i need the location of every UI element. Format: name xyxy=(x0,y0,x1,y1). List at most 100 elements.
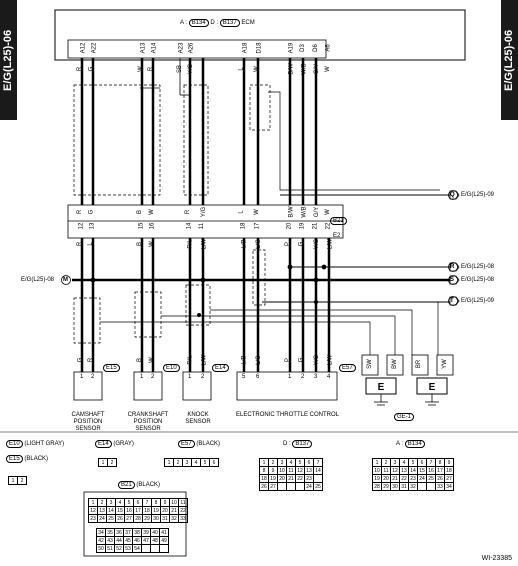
e57-pin-number: 1 xyxy=(288,374,292,380)
e14-pin-color: R/L xyxy=(187,355,194,365)
offpage-r[interactable]: E/G(L25)-08 xyxy=(461,264,495,270)
b21-pins-item: 12 xyxy=(78,222,85,230)
e10-pin-color: W xyxy=(148,357,155,363)
e15-pin-color: G xyxy=(77,357,84,363)
ground-wire-color: SW xyxy=(366,359,373,369)
top-colors-item: L xyxy=(238,67,245,71)
ground-wire-color: BW xyxy=(391,359,398,369)
e10-pin-color: B xyxy=(137,357,144,363)
offpage-s[interactable]: E/G(L25)-08 xyxy=(461,277,495,283)
e15-pin-number: 2 xyxy=(91,374,95,380)
offpage-m[interactable]: E/G(L25)-08 xyxy=(21,277,55,283)
e57-pin-number: 6 xyxy=(256,374,260,380)
b21-top-item: Y/G xyxy=(201,206,208,218)
e57-pin-color: L/G xyxy=(255,355,262,365)
b21-bottom-item: L/W xyxy=(201,238,208,250)
ground-name: GE-1 xyxy=(394,413,415,421)
b21-top-item: L xyxy=(238,210,245,214)
top-colors-item: B/W xyxy=(288,63,295,75)
e15-name: CAMSHAFT POSITION SENSOR xyxy=(71,412,105,432)
b21-pins-item: 20 xyxy=(286,222,293,230)
e57-pin-color: G xyxy=(298,357,305,363)
b21-label: B21 xyxy=(330,217,347,225)
ecm-pins-item: A19 xyxy=(288,42,295,54)
top-colors-item: Y/G xyxy=(188,63,195,75)
b21-bottom-item: W xyxy=(148,241,155,247)
legend-a: A : B134 xyxy=(396,440,425,448)
legend-e57: E57 (BLACK) xyxy=(178,440,220,448)
ecm-pins-item: D3 xyxy=(299,44,306,52)
e57-pin-color: Y/G xyxy=(314,354,321,366)
b21-bottom-item: L xyxy=(87,242,94,246)
e10-pin-number: 2 xyxy=(151,374,155,380)
b21-pins-item: 22 xyxy=(325,222,332,230)
top-colors-item: W xyxy=(253,66,260,72)
legend-d: D : B137 xyxy=(283,440,313,448)
top-colors-item: G xyxy=(88,66,95,72)
b21-bottom-item: P xyxy=(285,241,292,247)
drawing-id: WI-23385 xyxy=(481,555,512,562)
b21-pins-item: 18 xyxy=(240,222,247,230)
ecm-pins-item: A6 xyxy=(325,44,332,52)
b21-pins-item: 14 xyxy=(186,222,193,230)
b21-bottom-item: L/B xyxy=(241,239,248,249)
ecm-pins-item: A26 xyxy=(188,42,195,54)
ecm-pins-item: D6 xyxy=(312,44,319,52)
b21-bottom-item: R xyxy=(77,241,84,247)
e15-code: E15 xyxy=(103,364,120,372)
b21-bottom-item: Y/G xyxy=(314,238,321,250)
ecm-pins-item: D18 xyxy=(256,42,263,54)
b21-top-item: W xyxy=(253,209,260,215)
e10-name: CRANKSHAFT POSITION SENSOR xyxy=(127,412,169,432)
b21-pins-item: 13 xyxy=(89,222,96,230)
b21-pins-item: 15 xyxy=(138,222,145,230)
b21-bottom-item: L/W xyxy=(327,238,334,250)
b21-top-item: G xyxy=(88,209,95,215)
b21-pins-item: 19 xyxy=(299,222,306,230)
b21-bottom-item: L/G xyxy=(255,239,262,249)
ecm-header: A : B134 D : B137 ECM xyxy=(180,19,255,27)
top-colors-item: SB xyxy=(177,64,184,74)
ecm-box xyxy=(54,9,466,61)
e10-code: E10 xyxy=(163,364,180,372)
e57-code: E57 xyxy=(339,364,356,372)
legend-e10: E10 (LIGHT GRAY) xyxy=(6,440,64,448)
b21-top-item: W/B xyxy=(301,206,308,218)
b21-top-item: R xyxy=(77,209,84,215)
legend-e14: E14 (GRAY) xyxy=(95,440,134,448)
top-colors-item: W xyxy=(137,66,144,72)
b21-top-item: B/W xyxy=(288,206,295,218)
e14-pin-number: 2 xyxy=(201,374,205,380)
e2-label: E2 xyxy=(333,233,341,239)
ground-wire-color: BR xyxy=(416,359,423,369)
top-colors-item: W/B xyxy=(301,63,308,75)
offpage-t[interactable]: E/G(L25)-09 xyxy=(461,298,495,304)
e57-pin-color: L/W xyxy=(327,354,334,366)
b21-top-item: W xyxy=(324,209,331,215)
b21-top-item: B xyxy=(137,209,144,215)
ref-t: T xyxy=(450,298,454,304)
e57-pin-number: 3 xyxy=(314,374,318,380)
ref-s: S xyxy=(450,277,455,283)
b21-pins-item: 16 xyxy=(149,222,156,230)
b21-bottom-item: B xyxy=(137,241,144,247)
svg-text:E: E xyxy=(378,382,385,393)
top-colors-item: G/Y xyxy=(314,63,321,75)
legend-e15: E15 (BLACK) xyxy=(6,455,48,463)
b21-top-item: R xyxy=(185,209,192,215)
ecm-pins-item: A13 xyxy=(140,42,147,54)
ecm-pins-item: A12 xyxy=(80,42,87,54)
e15-pin-color: R xyxy=(88,357,95,363)
b21-top-item: G/Y xyxy=(314,206,321,218)
e57-pin-color: L/B xyxy=(241,355,248,365)
ecm-pins-item: A22 xyxy=(91,42,98,54)
svg-text:E: E xyxy=(429,382,436,393)
top-colors-item: R xyxy=(77,66,84,72)
e10-pin-number: 1 xyxy=(140,374,144,380)
offpage-q[interactable]: E/G(L25)-09 xyxy=(461,192,495,198)
